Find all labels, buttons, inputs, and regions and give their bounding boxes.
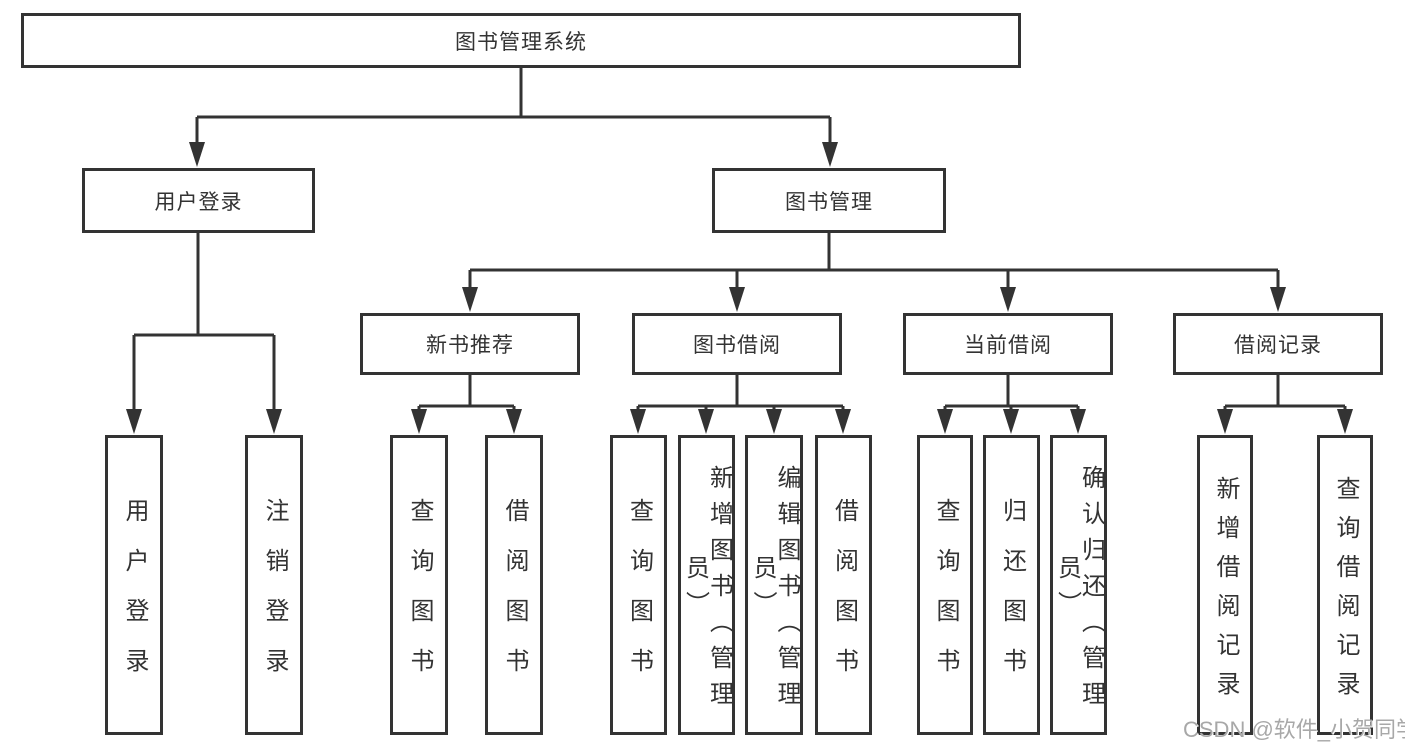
leaf-newbooks-borrow: 借阅图书 (485, 435, 543, 735)
connectors-records-to-leaves (1217, 373, 1353, 434)
leaf-current-query: 查询图书 (917, 435, 973, 735)
leaf-records-query-label: 查询借阅记录 (1332, 475, 1359, 710)
node-module-current-label: 当前借阅 (964, 334, 1052, 357)
leaf-borrow-add-label: 新增图书（管理员） (681, 465, 733, 717)
leaf-records-add: 新增借阅记录 (1197, 435, 1253, 735)
leaf-current-query-label: 查询图书 (932, 498, 959, 698)
leaf-borrow-add: 新增图书（管理员） (678, 435, 735, 735)
leaf-borrow-edit-label: 编辑图书（管理员） (749, 465, 800, 717)
leaf-current-confirm-label: 确认归还（管理员） (1053, 465, 1105, 717)
leaf-current-confirm: 确认归还（管理员） (1050, 435, 1107, 735)
connectors-book-management-to-modules (462, 231, 1286, 312)
node-module-records: 借阅记录 (1173, 313, 1383, 375)
leaf-records-add-label: 新增借阅记录 (1212, 475, 1239, 710)
node-module-new-books-label: 新书推荐 (426, 334, 514, 357)
leaf-logout-label: 注销登录 (261, 498, 288, 698)
connectors-borrow-to-leaves (630, 373, 851, 434)
leaf-newbooks-borrow-label: 借阅图书 (501, 498, 528, 698)
leaf-newbooks-query: 查询图书 (390, 435, 448, 735)
leaf-newbooks-query-label: 查询图书 (406, 498, 433, 698)
connectors-current-to-leaves (937, 373, 1086, 434)
leaf-borrow-borrow: 借阅图书 (815, 435, 872, 735)
node-root: 图书管理系统 (21, 13, 1021, 68)
leaf-borrow-query-label: 查询图书 (625, 498, 653, 698)
leaf-current-return: 归还图书 (983, 435, 1040, 735)
leaf-user-login-label: 用户登录 (121, 498, 148, 698)
leaf-borrow-query: 查询图书 (610, 435, 667, 735)
node-book-management: 图书管理 (712, 168, 946, 233)
leaf-records-query: 查询借阅记录 (1317, 435, 1373, 735)
leaf-user-login: 用户登录 (105, 435, 163, 735)
leaf-current-return-label: 归还图书 (998, 498, 1026, 698)
leaf-borrow-edit: 编辑图书（管理员） (745, 435, 803, 735)
node-module-current: 当前借阅 (903, 313, 1113, 375)
leaf-borrow-borrow-label: 借阅图书 (830, 498, 858, 698)
leaf-logout: 注销登录 (245, 435, 303, 735)
node-module-borrow: 图书借阅 (632, 313, 842, 375)
connectors-root-to-level2 (189, 66, 838, 167)
node-module-new-books: 新书推荐 (360, 313, 580, 375)
node-user-login-label: 用户登录 (154, 190, 243, 214)
connectors-new-books-to-leaves (411, 373, 522, 434)
node-module-records-label: 借阅记录 (1234, 334, 1322, 357)
node-book-management-label: 图书管理 (785, 190, 873, 214)
node-root-label: 图书管理系统 (455, 30, 587, 54)
connectors-user-login-to-leaves (126, 231, 282, 434)
node-user-login: 用户登录 (82, 168, 315, 233)
node-module-borrow-label: 图书借阅 (693, 334, 781, 357)
